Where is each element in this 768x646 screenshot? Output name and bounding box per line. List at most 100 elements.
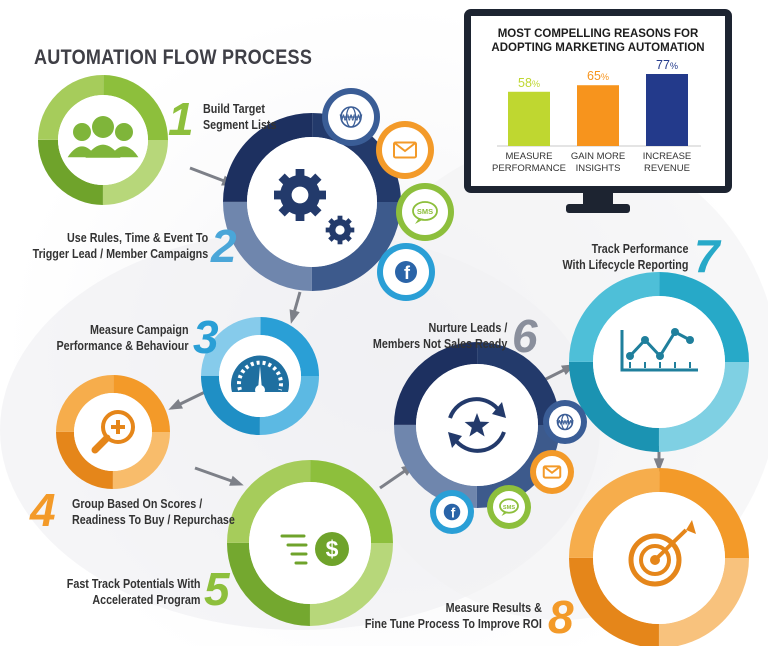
ring-step-1-segment bbox=[38, 75, 168, 205]
www-icon-text: WWW bbox=[557, 421, 574, 427]
ring-step-3-segment bbox=[201, 317, 319, 435]
facebook-icon: f bbox=[443, 503, 461, 521]
dollar-coin bbox=[315, 532, 349, 566]
ring-step-4-segment bbox=[56, 375, 170, 489]
ring-step-2-segment bbox=[223, 113, 401, 291]
bubble-sms-6: SMS bbox=[487, 485, 531, 529]
step-4-line-2: Readiness To Buy / Repurchase bbox=[72, 513, 235, 528]
ring-step-1-center bbox=[58, 95, 148, 185]
star-shape bbox=[464, 413, 490, 437]
chart-value-unit: % bbox=[532, 79, 540, 89]
step-2-line-1: Use Rules, Time & Event To bbox=[66, 231, 208, 245]
sms-icon: SMS bbox=[499, 498, 519, 516]
chart-point bbox=[686, 336, 694, 344]
target-arrow-fletch bbox=[686, 520, 696, 534]
cycle-arc-top bbox=[448, 397, 502, 419]
step-5-line-1: Fast Track Potentials With bbox=[66, 577, 200, 591]
page-title: AUTOMATION FLOW PROCESS bbox=[34, 46, 313, 69]
email-icon-body bbox=[393, 141, 417, 159]
chart-bar bbox=[577, 85, 619, 146]
ring-step-2-segment bbox=[223, 113, 401, 291]
ring-step-5-segment bbox=[227, 460, 393, 626]
sms-icon: SMS bbox=[412, 201, 438, 224]
chart-title-line-2: ADOPTING MARKETING AUTOMATION bbox=[491, 42, 705, 55]
gear-hole bbox=[291, 186, 309, 204]
target-arrow-shaft bbox=[653, 528, 688, 562]
sms-icon-bubble bbox=[412, 201, 438, 221]
cycle-star-icon bbox=[448, 397, 506, 453]
chart-point bbox=[626, 352, 634, 360]
people-head bbox=[115, 123, 133, 141]
facebook-icon-disc bbox=[395, 261, 417, 283]
ring-step-3-segment bbox=[201, 317, 319, 435]
step-2-label: Use Rules, Time & Event To Trigger Lead … bbox=[32, 230, 208, 263]
ring-step-1 bbox=[38, 75, 168, 205]
email-icon bbox=[542, 465, 562, 479]
bubble-www-2: WWW bbox=[322, 88, 380, 146]
www-icon: WWW bbox=[557, 413, 574, 431]
step-3-number: 3 bbox=[193, 311, 219, 363]
ring-step-7-segment bbox=[569, 272, 749, 452]
cycle-arrow-top bbox=[492, 402, 506, 418]
line-chart-icon bbox=[620, 328, 698, 372]
bubble-sms-6-center bbox=[493, 491, 525, 523]
gauge-needle bbox=[258, 366, 262, 390]
ring-step-4-center bbox=[74, 393, 152, 471]
chart-value-label: 77% bbox=[656, 58, 678, 72]
ring-step-4 bbox=[56, 375, 170, 489]
step-6-line-2: Members Not Sales Ready bbox=[372, 337, 507, 352]
chart-category-label: MEASURE bbox=[506, 151, 553, 162]
ring-step-3-segment bbox=[201, 317, 319, 435]
step-1-line-1: Build Target bbox=[203, 102, 265, 116]
step-6-number: 6 bbox=[512, 310, 538, 362]
step-6-line-1: Nurture Leads / bbox=[428, 321, 507, 335]
sms-icon-bubble bbox=[499, 498, 519, 514]
ring-step-1-segment bbox=[38, 75, 168, 205]
arrow-4-to-5-head bbox=[229, 475, 244, 486]
step-5-number: 5 bbox=[204, 563, 230, 615]
step-7-line-2: With Lifecycle Reporting bbox=[562, 258, 688, 273]
ring-step-6-segment bbox=[394, 342, 560, 508]
cycle-arc-bottom bbox=[452, 431, 506, 453]
arrow-4-to-5 bbox=[194, 466, 244, 486]
bubble-www-6: WWW bbox=[543, 400, 587, 444]
step-4-label: Group Based On Scores / Readiness To Buy… bbox=[72, 496, 235, 529]
gears-icon bbox=[274, 169, 355, 245]
gauge-ticks bbox=[237, 360, 283, 391]
chart-title: MOST COMPELLING REASONS FOR ADOPTING MAR… bbox=[471, 27, 725, 56]
step-8-number: 8 bbox=[548, 591, 574, 643]
arrow-2-to-3 bbox=[289, 291, 302, 324]
step-4-line-1: Group Based On Scores / bbox=[72, 497, 203, 511]
ring-step-5-segment bbox=[227, 460, 393, 626]
target-outer bbox=[628, 533, 682, 587]
step-1-number: 1 bbox=[168, 93, 194, 145]
gauge-hub bbox=[255, 385, 265, 395]
step-2-number: 2 bbox=[211, 220, 237, 272]
speedometer-icon bbox=[230, 355, 290, 395]
step-7-number: 7 bbox=[694, 230, 720, 282]
chart-point bbox=[656, 352, 664, 360]
arrow-7-to-8-head bbox=[653, 458, 665, 472]
chart-point bbox=[671, 328, 679, 336]
sms-icon-tail bbox=[501, 511, 509, 516]
ring-step-5-center bbox=[249, 482, 371, 604]
ring-step-7-segment bbox=[569, 272, 749, 452]
step-4-number: 4 bbox=[30, 484, 56, 536]
target-middle bbox=[639, 544, 671, 576]
people-body bbox=[85, 144, 121, 158]
facebook-icon-disc bbox=[443, 503, 461, 521]
step-3-line-1: Measure Campaign bbox=[90, 323, 189, 337]
ring-step-8-segment bbox=[569, 468, 749, 646]
chart-point bbox=[641, 336, 649, 344]
bubble-facebook-6: f bbox=[430, 490, 474, 534]
bubble-sms-2-center bbox=[402, 189, 448, 235]
facebook-icon: f bbox=[395, 261, 417, 283]
step-7-label: Track Performance With Lifecycle Reporti… bbox=[562, 241, 688, 274]
step-3-label: Measure Campaign Performance & Behaviour bbox=[57, 322, 189, 355]
ring-step-5 bbox=[227, 460, 393, 626]
step-1-line-2: Segment Lists bbox=[203, 118, 277, 133]
target-arrow-icon bbox=[628, 520, 696, 587]
chart-value-label: 58% bbox=[518, 76, 540, 90]
chart-value-number: 77 bbox=[656, 58, 670, 72]
